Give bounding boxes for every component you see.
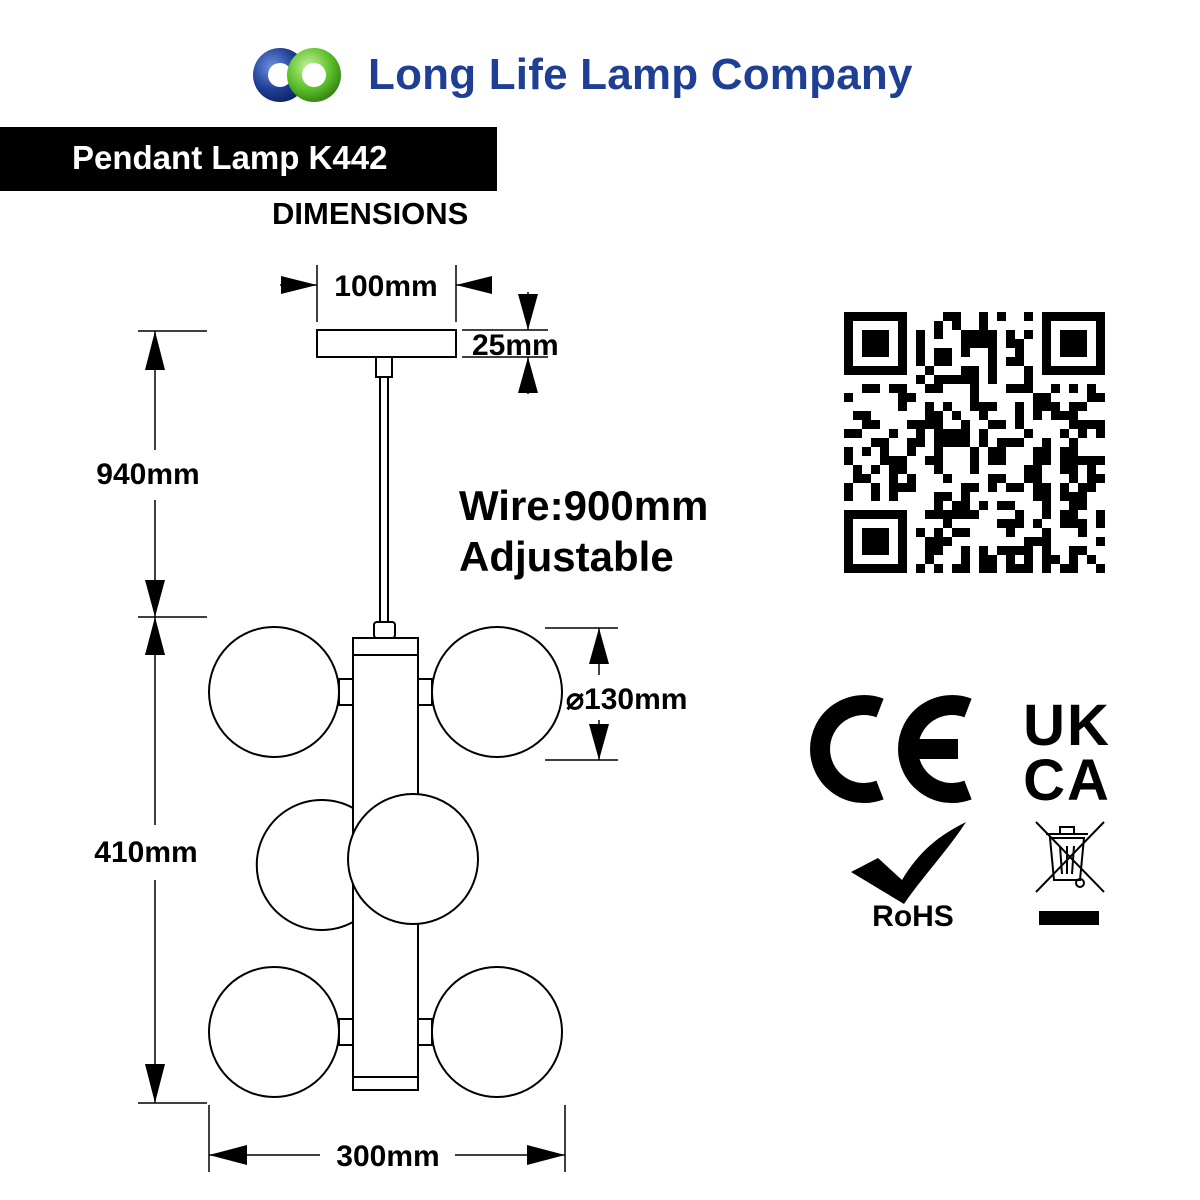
crossed-bin-icon xyxy=(1035,821,1105,893)
wire-note: Wire:900mm Adjustable xyxy=(459,480,708,582)
globe-top-right xyxy=(431,626,563,758)
ukca-line-2: CA xyxy=(1023,748,1111,813)
brand-name: Long Life Lamp Company xyxy=(368,50,913,99)
dim-total-width: 300mm xyxy=(336,1140,439,1173)
dim-canopy-width: 100mm xyxy=(334,270,437,303)
globe-top-left xyxy=(208,626,340,758)
product-title: Pendant Lamp K442 xyxy=(72,139,388,176)
globe-bottom-right xyxy=(431,966,563,1098)
brand-header: Long Life Lamp Company xyxy=(250,40,913,110)
product-title-bar: Pendant Lamp K442 xyxy=(0,127,497,191)
dim-body-height: 410mm xyxy=(94,836,197,869)
body-top-cap xyxy=(373,621,396,639)
globe-middle-back xyxy=(255,799,354,931)
canopy-stem xyxy=(375,356,393,378)
dim-globe-diameter: ⌀130mm xyxy=(566,683,687,716)
globe-middle-front xyxy=(347,793,479,925)
ce-mark-text: CE xyxy=(0,0,2,1)
rohs-label: RoHS xyxy=(872,900,954,933)
dim-canopy-height: 25mm xyxy=(472,329,559,362)
dim-upper-height: 940mm xyxy=(96,458,199,491)
weee-bar xyxy=(1039,911,1099,925)
ukca-line-1: UK xyxy=(1023,693,1111,758)
canopy xyxy=(316,329,457,358)
ce-mark xyxy=(810,695,972,803)
wire-length-text: Wire:900mm xyxy=(459,482,709,529)
wire-adjustable-text: Adjustable xyxy=(459,533,674,580)
qr-code-icon xyxy=(844,312,1105,573)
globe-bottom-left xyxy=(208,966,340,1098)
dimensions-heading: DIMENSIONS xyxy=(272,196,469,231)
brand-logo-icon xyxy=(253,48,341,102)
rohs-check-icon xyxy=(851,822,966,904)
